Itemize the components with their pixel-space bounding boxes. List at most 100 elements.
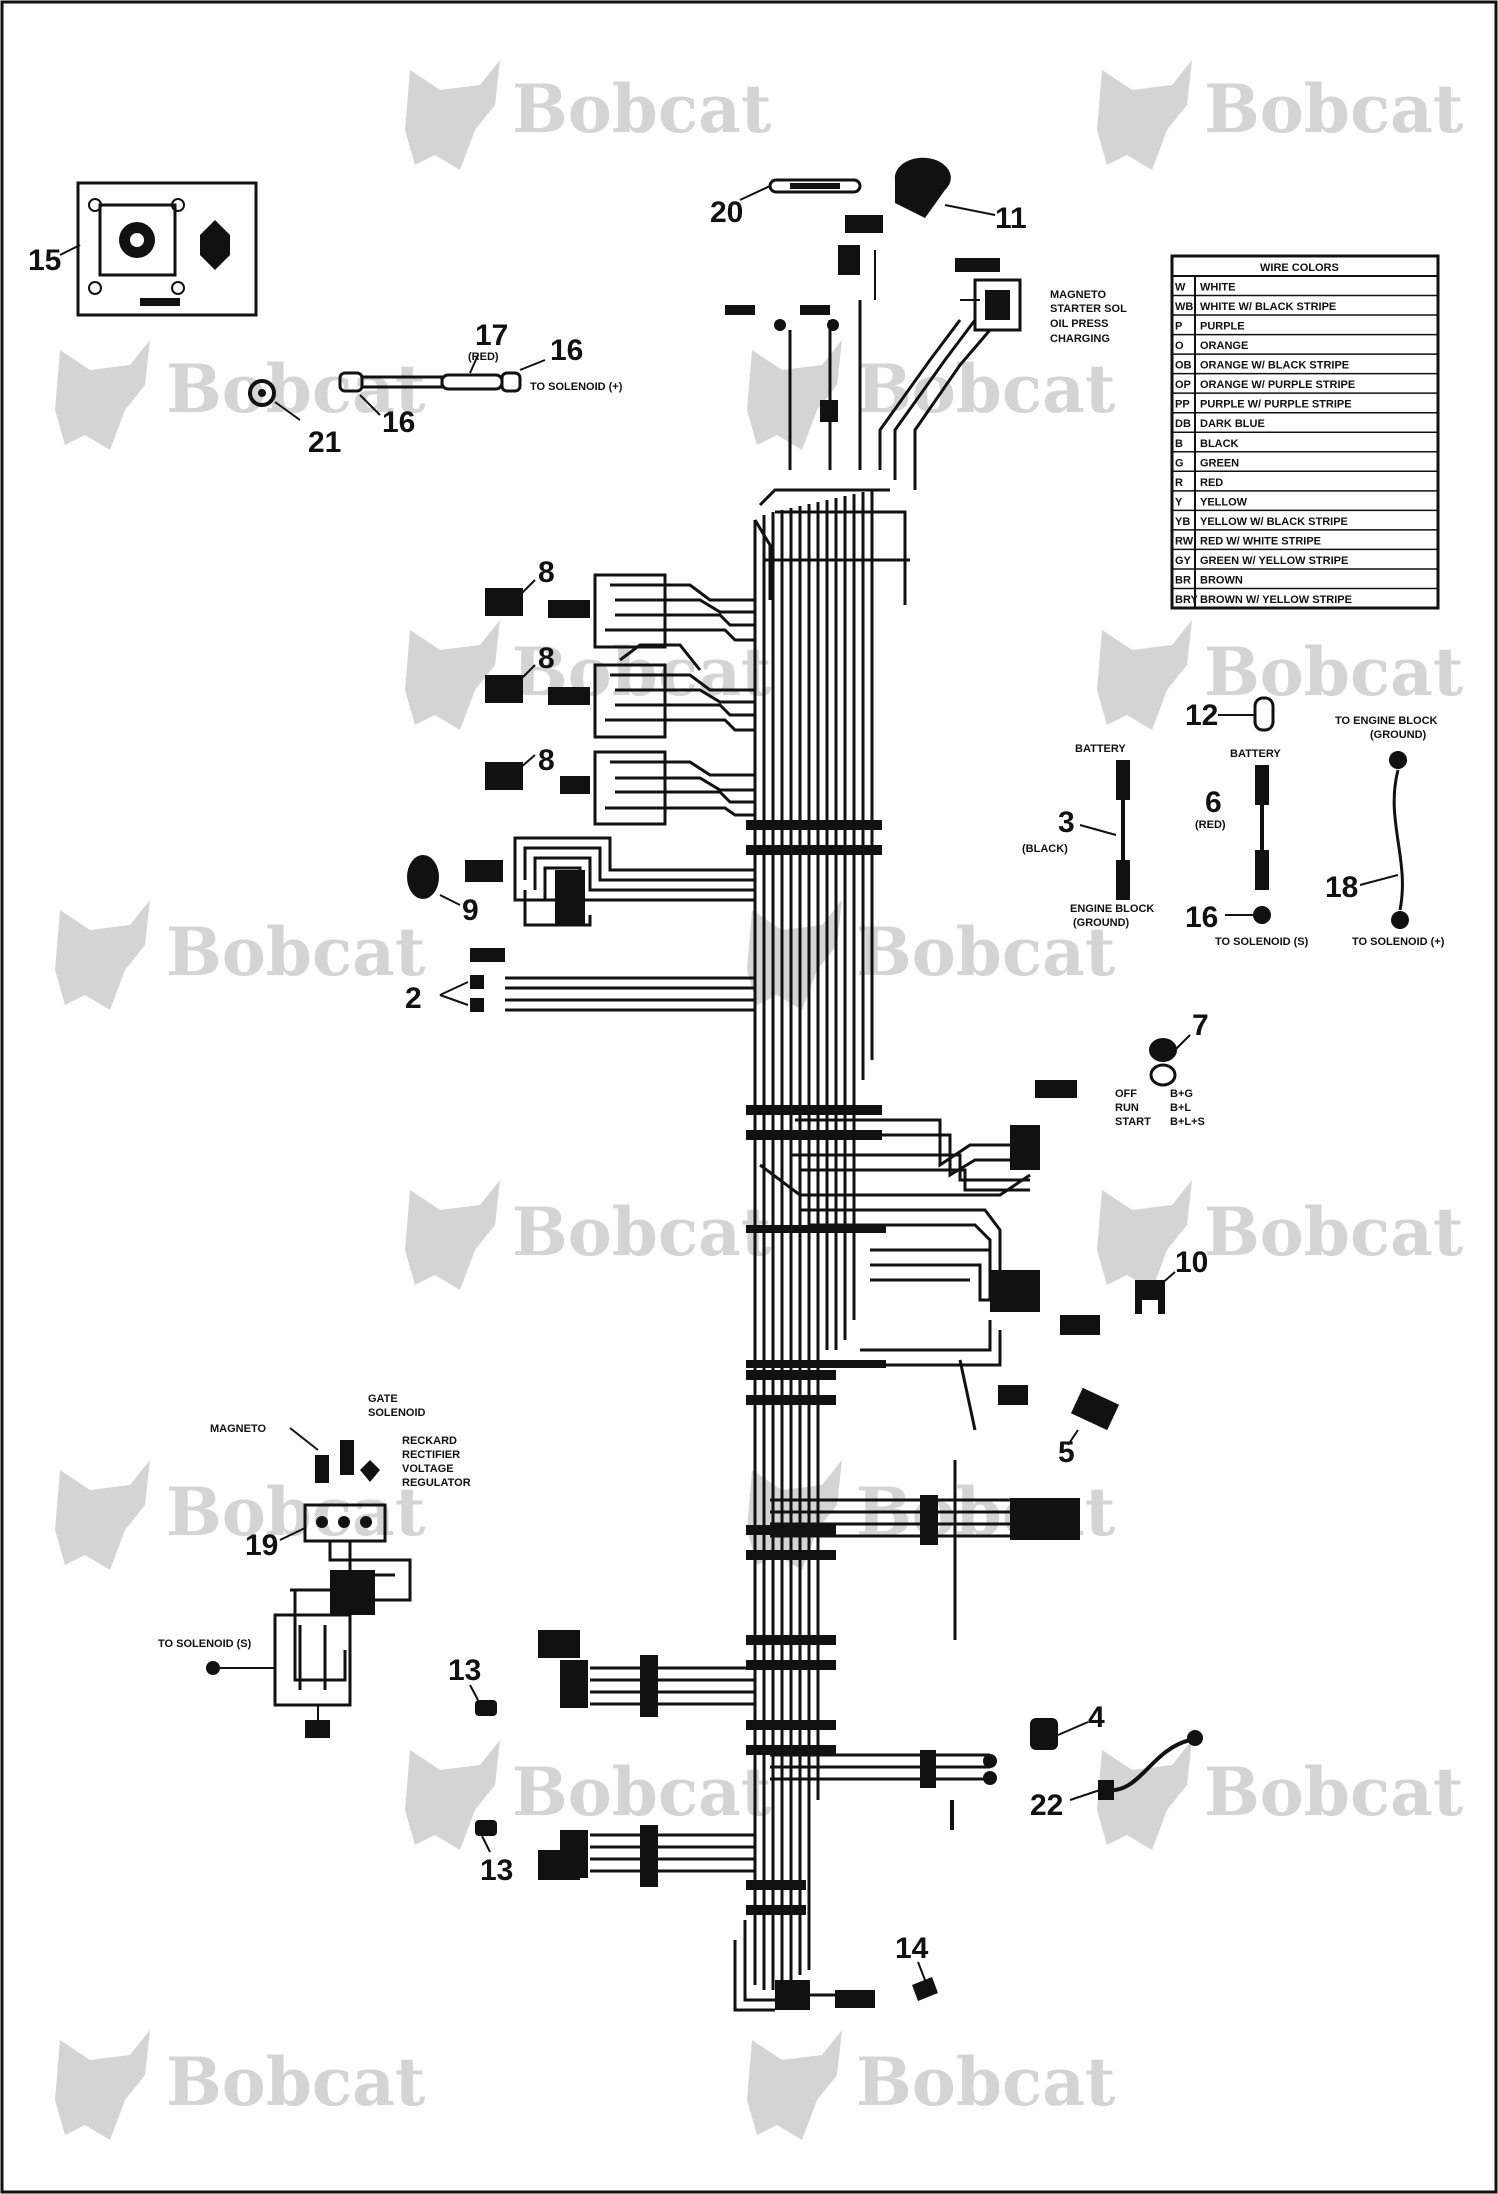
watermark: Bobcat (55, 900, 426, 1010)
svg-text:Bobcat: Bobcat (856, 350, 1116, 428)
svg-text:Bobcat: Bobcat (512, 1193, 772, 1271)
part-1-top-plug (725, 215, 1000, 422)
table-cell-code: P (1175, 321, 1182, 333)
svg-text:Bobcat: Bobcat (512, 1753, 772, 1831)
svg-text:11: 11 (995, 202, 1027, 235)
svg-text:8: 8 (538, 642, 555, 675)
svg-text:16: 16 (1185, 901, 1218, 934)
svg-text:VOLTAGE: VOLTAGE (402, 1463, 454, 1475)
watermark: Bobcat (55, 340, 426, 450)
svg-text:TO SOLENOID (+): TO SOLENOID (+) (530, 381, 623, 393)
table-cell-name: BLACK (1200, 438, 1239, 450)
bobcat-logo-icon (405, 1180, 500, 1290)
table-cell-name: GREEN W/ YELLOW STRIPE (1200, 555, 1348, 567)
svg-text:9: 9 (462, 894, 479, 927)
terminal-labels: MAGNETO STARTER SOL OIL PRESS CHARGING (1050, 289, 1127, 345)
part-4-cap: 4 (1030, 1701, 1105, 1750)
table-cell-code: WB (1175, 301, 1193, 313)
right-lower-harness-branch (770, 1750, 997, 1830)
svg-text:RUN: RUN (1115, 1102, 1139, 1114)
svg-text:5: 5 (1058, 1436, 1075, 1469)
table-cell-code: BR (1175, 574, 1191, 586)
svg-text:10: 10 (1175, 1246, 1208, 1279)
svg-text:4: 4 (1088, 1701, 1105, 1734)
svg-text:21: 21 (308, 426, 341, 459)
svg-text:8: 8 (538, 744, 555, 777)
svg-text:STARTER SOL: STARTER SOL (1050, 303, 1127, 315)
watermark: Bobcat (1097, 1180, 1464, 1290)
svg-text:RECKARD: RECKARD (402, 1435, 457, 1447)
watermark: Bobcat (405, 1180, 772, 1290)
svg-text:7: 7 (1192, 1009, 1209, 1042)
table-cell-code: OP (1175, 379, 1191, 391)
table-cell-name: WHITE (1200, 282, 1235, 294)
table-cell-code: O (1175, 340, 1184, 352)
table-cell-name: GREEN (1200, 457, 1239, 469)
svg-text:Bobcat: Bobcat (166, 913, 426, 991)
svg-text:(RED): (RED) (1195, 819, 1226, 831)
part-19-terminal-block: MAGNETO GATE SOLENOID RECKARD RECTIFIER … (158, 1393, 471, 1738)
table-cell-name: RED W/ WHITE STRIPE (1200, 535, 1321, 547)
table-cell-name: YELLOW W/ BLACK STRIPE (1200, 516, 1348, 528)
bobcat-logo-icon (1097, 60, 1192, 170)
table-cell-code: YB (1175, 516, 1190, 528)
watermark: Bobcat (1097, 620, 1464, 730)
magneto-connector-block (960, 278, 1022, 332)
svg-text:(RED): (RED) (468, 351, 499, 363)
part-8-relay-2: 8 (485, 642, 755, 739)
svg-text:2: 2 (405, 982, 422, 1015)
watermark: Bobcat (1097, 1740, 1464, 1850)
bobcat-logo-icon (55, 340, 150, 450)
svg-text:22: 22 (1030, 1789, 1063, 1822)
svg-text:ENGINE BLOCK: ENGINE BLOCK (1070, 903, 1154, 915)
svg-text:17: 17 (475, 319, 508, 352)
svg-text:REGULATOR: REGULATOR (402, 1477, 471, 1489)
table-cell-code: R (1175, 477, 1183, 489)
table-cell-name: BROWN W/ YELLOW STRIPE (1200, 594, 1352, 606)
svg-text:Bobcat: Bobcat (166, 350, 426, 428)
svg-text:Bobcat: Bobcat (856, 913, 1116, 991)
part-7-key-switch: 7 OFF RUN START B+G B+L B+L+S (1115, 1009, 1209, 1128)
svg-text:Bobcat: Bobcat (512, 70, 772, 148)
table-cell-name: DARK BLUE (1200, 418, 1265, 430)
svg-text:SOLENOID: SOLENOID (368, 1407, 426, 1419)
table-cell-code: G (1175, 457, 1184, 469)
bobcat-logo-icon (55, 2030, 150, 2140)
part-9-switch: 9 (407, 836, 755, 927)
svg-text:Bobcat: Bobcat (166, 1473, 426, 1551)
svg-text:18: 18 (1325, 871, 1358, 904)
svg-text:8: 8 (538, 556, 555, 589)
part-21-nut: 21 (248, 379, 341, 459)
svg-text:Bobcat: Bobcat (1204, 633, 1464, 711)
svg-text:CHARGING: CHARGING (1050, 333, 1110, 345)
table-cell-name: PURPLE (1200, 321, 1245, 333)
bobcat-logo-icon (55, 1460, 150, 1570)
part-10-relay: 10 (1135, 1246, 1208, 1322)
table-cell-name: YELLOW (1200, 496, 1248, 508)
part-22-sensor-lead: 22 (1030, 1730, 1203, 1822)
svg-text:MAGNETO: MAGNETO (210, 1423, 266, 1435)
svg-text:BATTERY: BATTERY (1230, 748, 1281, 760)
part-11-connector: 11 (894, 157, 1027, 235)
table-cell-code: B (1175, 438, 1183, 450)
table-cell-name: WHITE W/ BLACK STRIPE (1200, 301, 1336, 313)
part-12-fuse: 12 (1185, 696, 1275, 732)
svg-text:(GROUND): (GROUND) (1073, 917, 1130, 929)
bobcat-logo-icon (55, 900, 150, 1010)
part-17-cable: 17 (RED) 16 TO SOLENOID (+) 16 (338, 319, 623, 439)
part-2-connectors: 2 (405, 948, 755, 1015)
part-13-upper: 13 (448, 1654, 497, 1716)
svg-text:Bobcat: Bobcat (1204, 1753, 1464, 1831)
svg-text:13: 13 (480, 1854, 513, 1887)
left-lower-harness-branch (538, 1630, 755, 1887)
table-cell-code: PP (1175, 399, 1190, 411)
main-harness-trunk (753, 300, 992, 1990)
table-cell-code: GY (1175, 555, 1192, 567)
part-20-fuse-holder: 20 (710, 178, 862, 229)
svg-text:RECTIFIER: RECTIFIER (402, 1449, 460, 1461)
svg-text:14: 14 (895, 1932, 929, 1965)
watermark: Bobcat (55, 1460, 426, 1570)
